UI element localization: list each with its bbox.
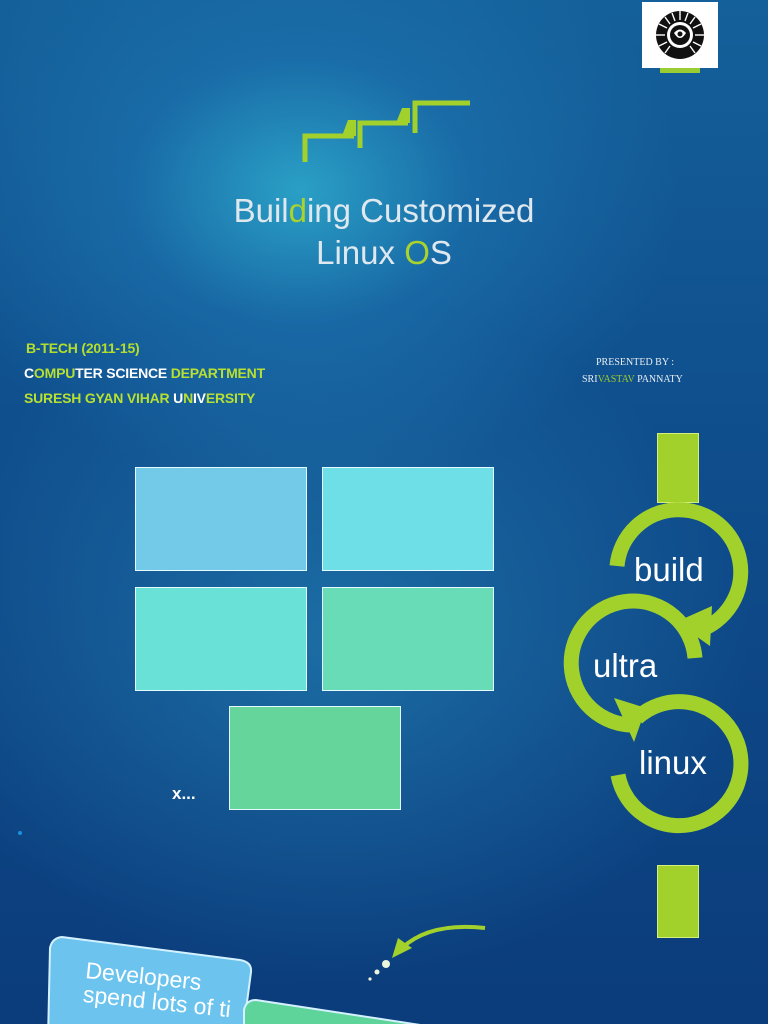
presenter-name-part: VASTAV: [597, 374, 635, 385]
title-text: S: [429, 234, 452, 271]
logo-accent-bar: [660, 68, 700, 73]
title-text: ing Customized: [306, 192, 535, 229]
university-text: ERSITY: [205, 390, 256, 406]
title-highlight: d: [288, 192, 307, 229]
title-text: Buil: [233, 192, 289, 229]
title-line-2: Linux OS: [150, 232, 618, 274]
university-text: IV: [192, 390, 206, 406]
course-label: B-TECH (2011-15): [26, 340, 140, 356]
department-text: C: [24, 365, 34, 381]
presented-by-label: PRESENTED BY :: [596, 357, 674, 368]
tiles-caption: x...: [172, 784, 196, 803]
university-logo: [642, 2, 718, 68]
department-label: COMPUTER SCIENCE DEPARTMENT: [24, 365, 265, 381]
curved-arrow-icon: [400, 924, 486, 950]
department-text: OMPU: [33, 365, 76, 381]
arrow-head-icon: [392, 938, 412, 958]
callout-card: [47, 935, 253, 1024]
university-text: SURESH GYAN VIHAR: [24, 390, 174, 406]
callout-card-green: [243, 998, 421, 1024]
content-tile: [322, 587, 494, 691]
department-text: TER: [75, 365, 103, 381]
stairs-decoration-icon: [302, 100, 470, 162]
logo-emblem-icon: [656, 11, 704, 59]
page-title: Building Customized Linux OS: [150, 190, 618, 274]
cycle-label-ultra: ultra: [593, 647, 658, 684]
bottom-decoration: [47, 924, 486, 1024]
title-highlight: O: [404, 234, 430, 271]
green-bar-bottom: [657, 865, 699, 938]
university-label: SURESH GYAN VIHAR UNIVERSITY: [24, 390, 255, 406]
title-line-1: Building Customized: [150, 190, 618, 232]
content-tile: [322, 467, 494, 571]
presenter-name: SRIVASTAV PANNATY: [582, 374, 683, 385]
presenter-name-part: SRI: [582, 374, 598, 385]
department-text: DEPARTMENT: [170, 365, 265, 381]
university-text: U: [173, 390, 184, 406]
cycle-label-linux: linux: [639, 744, 707, 781]
presenter-name-part: PANNATY: [634, 374, 683, 385]
title-text: Linux: [316, 234, 405, 271]
cycle-label-build: build: [634, 551, 704, 588]
content-tile: [135, 467, 307, 571]
university-text: N: [183, 390, 193, 406]
department-text: SCIENCE: [102, 365, 171, 381]
content-tile: [135, 587, 307, 691]
bullet-dot: [18, 831, 22, 835]
content-tile: [229, 706, 401, 810]
cycle-arrows-icon: [563, 502, 749, 834]
